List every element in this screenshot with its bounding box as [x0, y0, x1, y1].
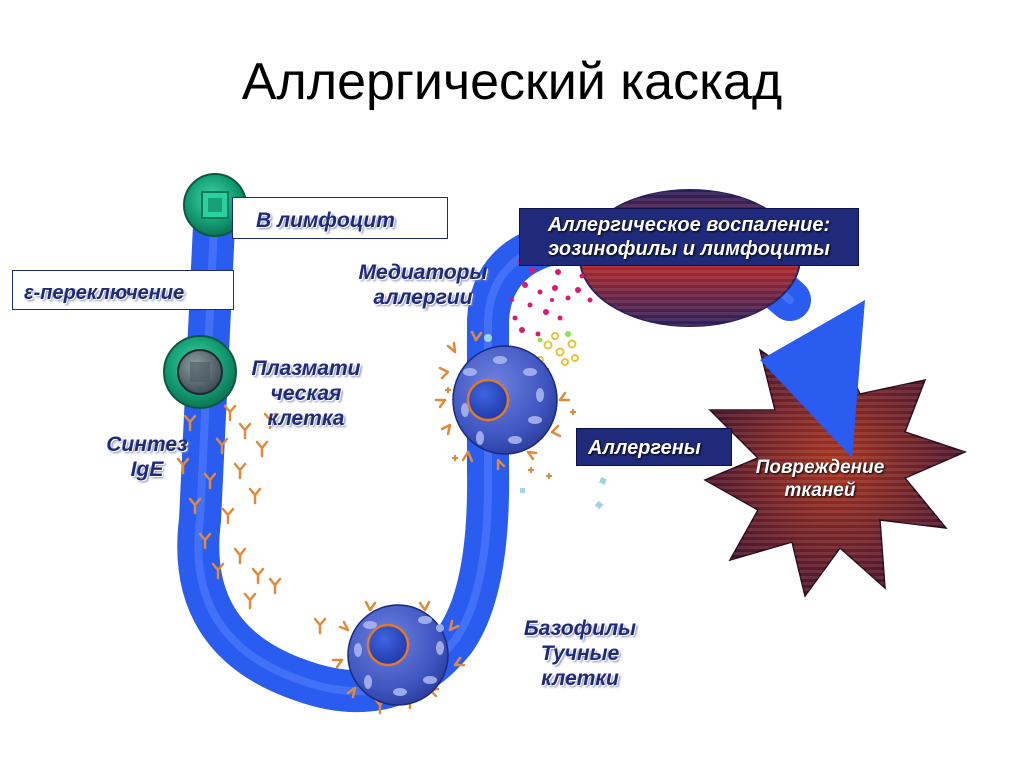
allergens-label: Аллергены [588, 437, 701, 459]
plasma-cell-icon [163, 335, 237, 409]
allergens-box [576, 428, 732, 466]
plasma-cell-label: Плазмати ческая клетка [251, 357, 361, 430]
mediator-stars [445, 387, 576, 479]
b-lymphocyte-label: В лимфоцит [256, 209, 395, 232]
allergic-inflammation-box [519, 208, 859, 266]
allergen-specks [484, 334, 607, 510]
allergic-inflammation-label: Аллергическое воспаление: эозинофилы и л… [547, 214, 831, 260]
epsilon-switch-label: ε-переключение [24, 282, 185, 304]
mediator-rings [536, 332, 579, 366]
mediators-label: Медиаторы аллергии [358, 261, 488, 309]
mast-cell-icon [434, 330, 571, 471]
slide-title: Аллергический каскад [241, 53, 783, 111]
basophils-label: Базофилы Тучные клетки [523, 617, 637, 690]
basophil-cell-icon [331, 600, 466, 706]
tissue-damage-label: Повреждение тканей [755, 457, 885, 501]
arrow-head [760, 300, 865, 458]
epsilon-switch-box [12, 270, 234, 310]
ige-synthesis-label: Синтез IgE [106, 433, 188, 481]
b-lymphocyte-box [232, 197, 448, 239]
